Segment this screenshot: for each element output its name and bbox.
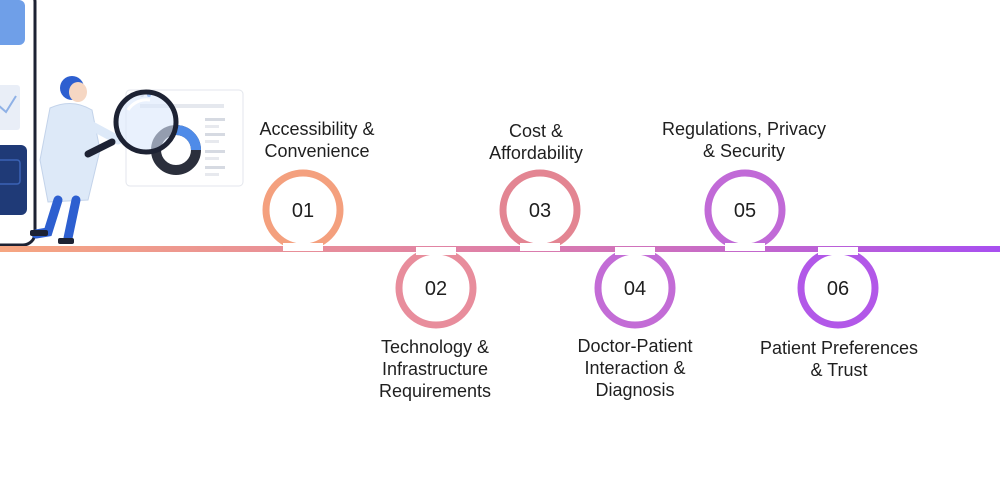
step-marker-06: 06 [797, 247, 879, 329]
step-markers: 01 02 03 04 05 06 [262, 169, 879, 329]
magnifier-icon [84, 89, 179, 158]
doctor-illustration [0, 0, 244, 247]
step-ring-gap-02 [416, 247, 456, 255]
step-marker-02: 02 [395, 247, 477, 329]
step-ring-gap-01 [283, 243, 323, 251]
step-number-02: 02 [425, 278, 447, 300]
step-marker-03: 03 [499, 169, 581, 251]
step-label-04: Doctor-Patient Interaction & Diagnosis [577, 336, 693, 400]
step-marker-04: 04 [594, 247, 676, 329]
step-ring-gap-03 [520, 243, 560, 251]
step-label-01: Accessibility & Convenience [259, 119, 375, 161]
step-number-01: 01 [292, 200, 314, 222]
doctor-figure-icon [30, 76, 123, 244]
step-number-05: 05 [734, 200, 756, 222]
step-label-05: Regulations, Privacy & Security [661, 119, 827, 161]
step-ring-gap-05 [725, 243, 765, 251]
step-number-04: 04 [624, 278, 646, 300]
step-ring-gap-06 [818, 247, 858, 255]
step-marker-01: 01 [262, 169, 344, 251]
step-number-06: 06 [827, 278, 849, 300]
phone-icon [0, 0, 37, 247]
step-label-02: Technology & Infrastructure Requirements [378, 337, 492, 401]
step-label-06: Patient Preferences & Trust [759, 338, 919, 380]
timeline-line [0, 246, 1000, 252]
step-marker-05: 05 [704, 169, 786, 251]
step-label-03: Cost & Affordability [489, 121, 583, 163]
step-number-03: 03 [529, 200, 551, 222]
step-ring-gap-04 [615, 247, 655, 255]
